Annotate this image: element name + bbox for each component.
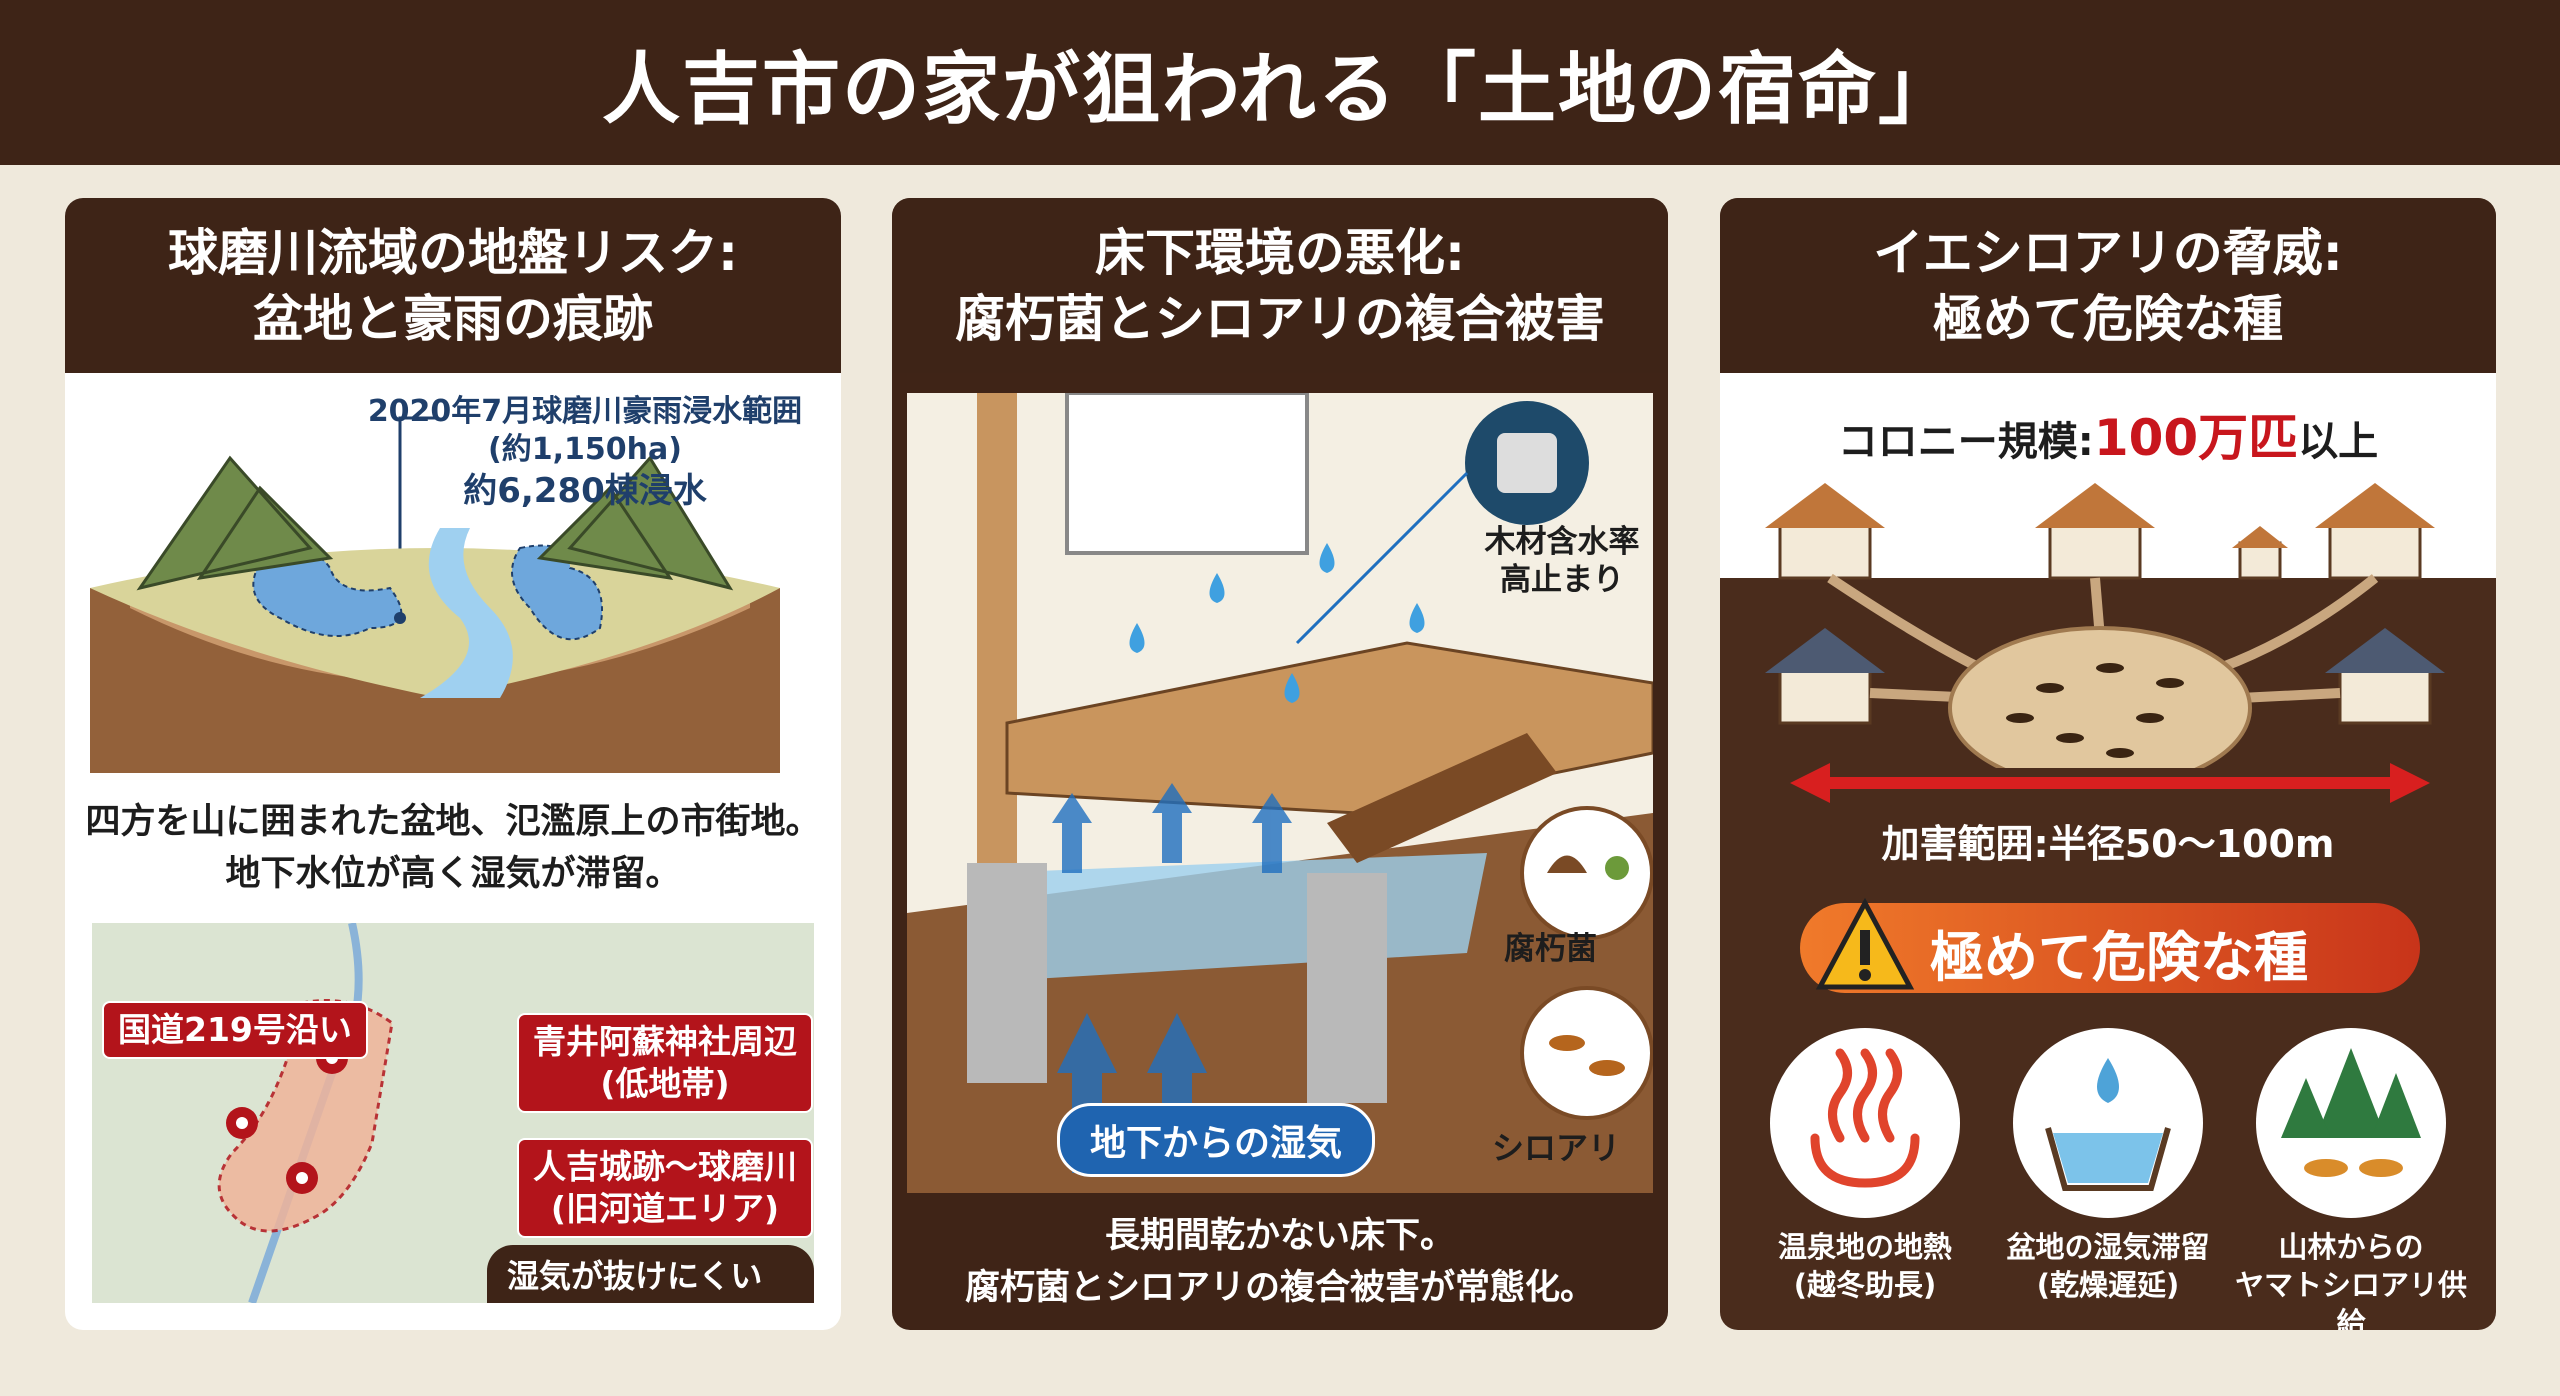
label-line: ヤマトシロアリ供給 — [2234, 1268, 2467, 1330]
label-line: 高止まり — [1500, 562, 1624, 598]
termite-label: シロアリ — [1492, 1129, 1621, 1167]
callout-text: (旧河道エリア) — [550, 1189, 780, 1228]
heading-line: 腐朽菌とシロアリの複合被害 — [955, 290, 1605, 348]
colony-illustration — [1765, 483, 2445, 768]
description-line: 腐朽菌とシロアリの複合被害が常態化。 — [964, 1268, 1595, 1308]
description-line: 四方を山に囲まれた盆地、氾濫原上の市街地。 — [85, 802, 821, 842]
label-line: (越冬助長) — [1793, 1268, 1937, 1302]
label-line: 盆地の湿気滞留 — [2006, 1230, 2210, 1264]
factor-label-forest: 山林からのヤマトシロアリ供給 — [2226, 1228, 2476, 1330]
flood-label: 2020年7月球磨川豪雨浸水範囲 (約1,150ha) 約6,280棟浸水 — [335, 393, 835, 513]
basin-illustration — [90, 416, 780, 773]
label-line: 木材含水率 — [1484, 524, 1640, 560]
panel-heading: 球磨川流域の地盤リスク: 盆地と豪雨の痕跡 — [65, 198, 841, 373]
page-title: 人吉市の家が狙われる「土地の宿命」 — [601, 44, 1959, 135]
heading-line: 盆地と豪雨の痕跡 — [253, 290, 653, 348]
panel-heading: イエシロアリの脅威: 極めて危険な種 — [1720, 198, 2496, 373]
forest-termite-icon — [2281, 1048, 2421, 1177]
factor-circle-forest — [2256, 1028, 2446, 1218]
panel-underfloor: 床下環境の悪化: 腐朽菌とシロアリの複合被害 木材含水率 高止まり 腐朽菌 シロ… — [892, 198, 1668, 1330]
warning-text: 極めて危険な種 — [1930, 926, 2308, 989]
factor-circle-basin — [2013, 1028, 2203, 1218]
flood-label-line: 約6,280棟浸水 — [463, 471, 707, 511]
area-map: 国道219号沿い 青井阿蘇神社周辺 (低地帯) 人吉城跡〜球磨川 (旧河道エリア… — [92, 923, 814, 1303]
damage-range: 加害範囲:半径50〜100m — [1881, 822, 2335, 866]
label-line: 温泉地の地熱 — [1777, 1230, 1952, 1264]
heading-line: イエシロアリの脅威: — [1873, 224, 2343, 282]
map-callout-castle: 人吉城跡〜球磨川 (旧河道エリア) — [517, 1138, 813, 1238]
callout-text: (低地帯) — [600, 1064, 730, 1103]
colony-prefix: コロニー規模: — [1837, 419, 2094, 465]
label-line: (乾燥遅延) — [2036, 1268, 2180, 1302]
range-arrow — [1790, 763, 2430, 803]
warning-icon — [1815, 897, 1915, 990]
ground-description: 四方を山に囲まれた盆地、氾濫原上の市街地。 地下水位が高く湿気が滞留。 — [65, 796, 841, 900]
moisture-meter-label: 木材含水率 高止まり — [1462, 523, 1662, 599]
panel-ground-risk: 球磨川流域の地盤リスク: 盆地と豪雨の痕跡 2020年7月球磨川豪雨浸水範囲 (… — [65, 198, 841, 1330]
callout-text: 人吉城跡〜球磨川 — [533, 1147, 797, 1186]
hot-spring-icon — [1810, 1048, 1920, 1188]
callout-text: 青井阿蘇神社周辺 — [533, 1022, 797, 1061]
heading-line: 球磨川流域の地盤リスク: — [168, 224, 738, 282]
flood-label-line: (約1,150ha) — [488, 432, 682, 467]
flood-label-line: 2020年7月球磨川豪雨浸水範囲 — [367, 394, 803, 429]
warning-banner: 極めて危険な種 — [1800, 897, 2420, 993]
header: 人吉市の家が狙われる「土地の宿命」 — [0, 0, 2560, 165]
colony-size: コロニー規模:100万匹以上 — [1720, 398, 2496, 470]
description-line: 長期間乾かない床下。 — [1104, 1216, 1455, 1256]
water-basin-icon — [2045, 1058, 2171, 1191]
underfloor-description: 長期間乾かない床下。 腐朽菌とシロアリの複合被害が常態化。 — [892, 1210, 1668, 1314]
factor-label-basin: 盆地の湿気滞留 (乾燥遅延) — [1983, 1228, 2233, 1304]
label-line: 山林からの — [2278, 1230, 2424, 1264]
ground-moisture-badge: 地下からの湿気 — [1057, 1103, 1376, 1177]
panel-termite-threat: イエシロアリの脅威: 極めて危険な種 コロニー規模:100万匹以上 加害範囲:半… — [1720, 198, 2496, 1330]
map-callout-route219: 国道219号沿い — [102, 1001, 368, 1059]
fungus-label: 腐朽菌 — [1504, 931, 1597, 967]
colony-value: 100万匹 — [2093, 409, 2299, 467]
map-footer-badge: 湿気が抜けにくい構造 — [487, 1245, 814, 1303]
map-callout-aoi-shrine: 青井阿蘇神社周辺 (低地帯) — [517, 1013, 813, 1113]
panel-heading: 床下環境の悪化: 腐朽菌とシロアリの複合被害 — [892, 198, 1668, 373]
underfloor-illustration — [907, 393, 1653, 1193]
heading-line: 床下環境の悪化: — [1095, 224, 1465, 282]
factor-label-hot-spring: 温泉地の地熱 (越冬助長) — [1740, 1228, 1990, 1304]
heading-line: 極めて危険な種 — [1933, 290, 2283, 348]
colony-suffix: 以上 — [2298, 419, 2379, 465]
callout-text: 国道219号沿い — [118, 1010, 352, 1049]
factor-circle-hot-spring — [1770, 1028, 1960, 1218]
description-line: 地下水位が高く湿気が滞留。 — [225, 854, 681, 894]
